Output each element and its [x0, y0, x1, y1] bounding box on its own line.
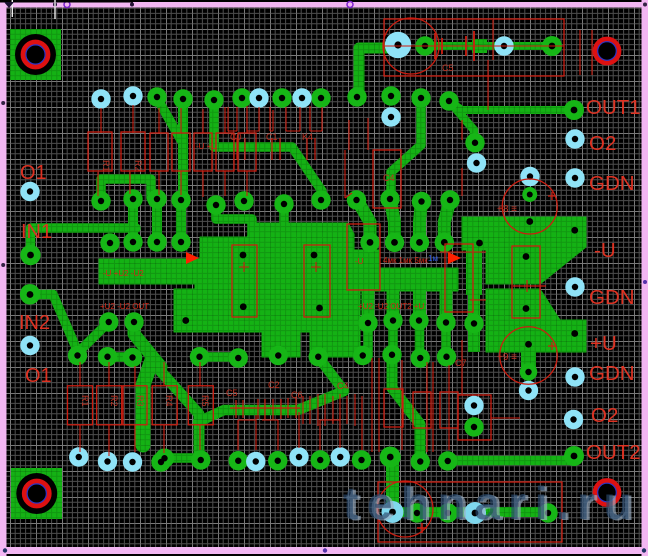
- svg-text:R4: R4: [164, 395, 174, 407]
- svg-text:O2: O2: [591, 404, 618, 427]
- svg-text:OUT2: OUT2: [586, 441, 641, 464]
- svg-text:+U2 -U2 OUT: +U2 -U2 OUT: [100, 302, 149, 311]
- svg-text:IN2: IN2: [19, 312, 50, 334]
- svg-text:C5: C5: [226, 388, 238, 398]
- svg-text:O1: O1: [20, 162, 47, 184]
- svg-text:OUT1: OUT1: [586, 96, 641, 119]
- svg-text:C1: C1: [266, 132, 278, 142]
- svg-text:C7: C7: [455, 358, 467, 368]
- svg-text:R5: R5: [200, 395, 210, 407]
- svg-text:+U2 -U2 OUT2 +U: +U2 -U2 OUT2 +U: [358, 302, 424, 311]
- svg-text:IN1: IN1: [21, 221, 52, 243]
- svg-text:C6: C6: [291, 390, 303, 400]
- svg-text:+9 ≡: +9 ≡: [497, 352, 517, 363]
- svg-text:tehnari.ru: tehnari.ru: [343, 477, 640, 529]
- svg-text:O2: O2: [589, 132, 616, 155]
- svg-text:C4: C4: [337, 381, 349, 391]
- svg-text:.: .: [113, 253, 115, 262]
- svg-text:1м: 1м: [428, 254, 438, 263]
- svg-text:R1: R1: [80, 395, 90, 407]
- svg-text:R2: R2: [133, 160, 143, 172]
- svg-text:-U +U: -U +U: [196, 142, 217, 151]
- svg-text:R2: R2: [109, 395, 119, 407]
- svg-text:GDN: GDN: [589, 286, 635, 309]
- svg-text:R1: R1: [101, 160, 111, 172]
- svg-text:GDN: GDN: [589, 172, 635, 195]
- svg-text:-U +U2 -U2: -U +U2 -U2: [103, 269, 144, 278]
- svg-text:-U: -U: [355, 257, 364, 266]
- svg-text:-U: -U: [594, 239, 616, 262]
- svg-text:C0: C0: [230, 132, 242, 142]
- svg-text:C2: C2: [268, 380, 280, 390]
- svg-text:+8 ≡: +8 ≡: [497, 204, 517, 215]
- svg-text:K4: K4: [302, 132, 313, 142]
- svg-text:tehnari.ru: tehnari.ru: [346, 478, 643, 530]
- svg-text:C4: C4: [383, 173, 395, 183]
- svg-text:4мк 1мк 5мк: 4мк 1мк 5мк: [383, 256, 428, 265]
- svg-text:O1: O1: [25, 365, 52, 387]
- svg-text:R3: R3: [135, 395, 145, 407]
- svg-text:C5: C5: [442, 63, 454, 73]
- svg-text:GDN: GDN: [589, 362, 635, 385]
- svg-text:+U: +U: [590, 332, 617, 355]
